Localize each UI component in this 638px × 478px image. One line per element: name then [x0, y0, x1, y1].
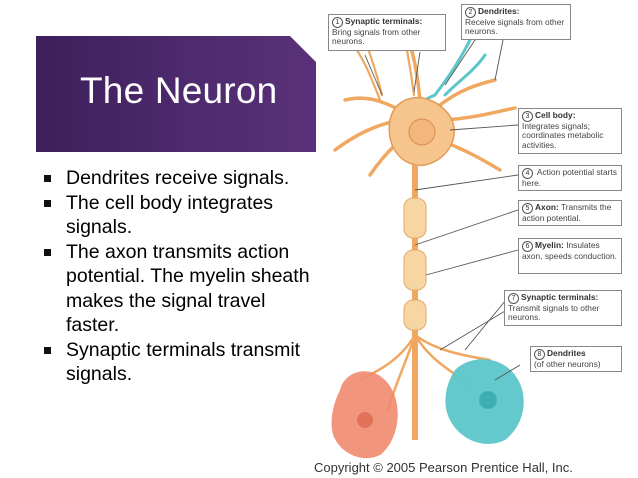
- slide-title: The Neuron: [80, 70, 278, 111]
- bullet-text: The axon transmits action potential. The…: [66, 240, 310, 337]
- label-title: Cell body:: [535, 110, 576, 120]
- label-body: Bring signals from other neurons.: [332, 27, 421, 47]
- nucleus: [408, 118, 436, 146]
- label-body: (of other neurons): [534, 359, 601, 369]
- label-title: Dendrites:: [478, 6, 520, 16]
- bullet-item: The cell body integrates signals.: [44, 191, 319, 240]
- label-body: Receive signals from other neurons.: [465, 17, 565, 37]
- label-action-potential: 4 Action potential starts here.: [518, 165, 622, 191]
- bullet-square-icon: [44, 346, 51, 354]
- label-body: Insulates axon, speeds conduction.: [522, 240, 617, 261]
- bullet-text: Dendrites receive signals.: [66, 167, 290, 189]
- bullet-square-icon: [44, 248, 51, 256]
- axon: [403, 165, 427, 440]
- title-band-corner: [290, 36, 316, 62]
- bullet-item: The axon transmits action potential. The…: [44, 240, 319, 338]
- label-body: Transmit signals to other neurons.: [508, 303, 600, 323]
- label-title: Synaptic terminals:: [521, 292, 599, 302]
- bullet-item: Synaptic terminals transmit signals.: [44, 338, 319, 387]
- label-body: Transmits the action potential.: [522, 202, 612, 223]
- label-body: Action potential starts here.: [522, 167, 617, 188]
- copyright-text: Copyright © 2005 Pearson Prentice Hall, …: [314, 460, 573, 475]
- bullet-item: Dendrites receive signals.: [44, 166, 319, 191]
- label-title: Axon:: [535, 202, 559, 212]
- bullet-text: The cell body integrates signals.: [66, 191, 274, 239]
- pointer-lines: [364, 24, 521, 381]
- bullet-square-icon: [44, 175, 51, 182]
- bullet-text: Synaptic terminals transmit signals.: [66, 338, 301, 386]
- label-body: Integrates signals; coordinates metaboli…: [522, 121, 604, 150]
- label-title: Synaptic terminals:: [345, 16, 423, 26]
- teal-neuron-nucleus: [479, 391, 497, 409]
- neuron-diagram: [331, 24, 524, 459]
- bullet-list: Dendrites receive signals. The cell body…: [44, 166, 319, 387]
- salmon-neuron-nucleus: [357, 412, 373, 428]
- label-title: Dendrites: [547, 348, 586, 358]
- title-band: [36, 36, 316, 152]
- label-title: Myelin:: [535, 240, 564, 250]
- bullet-square-icon: [44, 199, 51, 207]
